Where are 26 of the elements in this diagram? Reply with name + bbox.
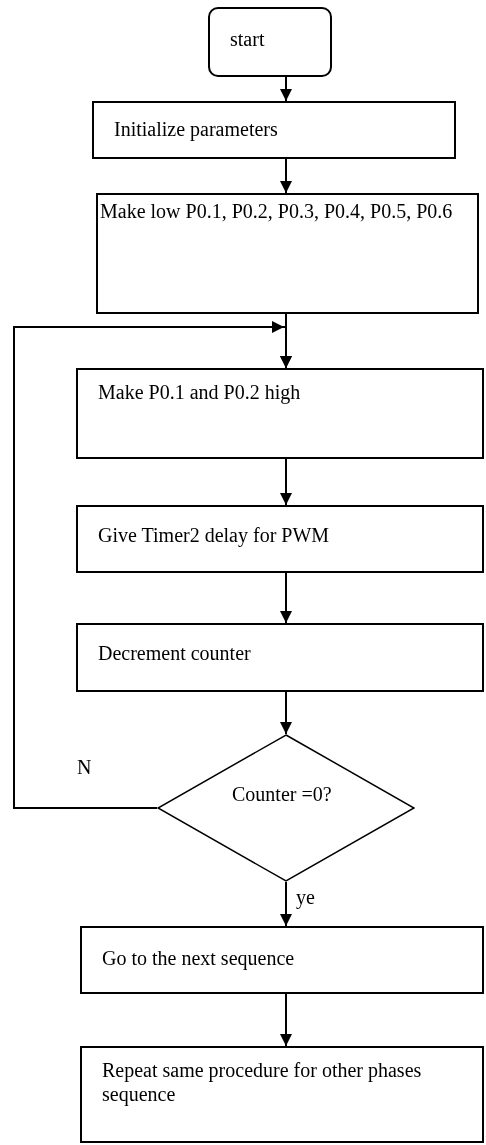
arrow	[280, 458, 292, 506]
process-box	[76, 505, 484, 573]
step-text: Counter =0?	[232, 782, 333, 806]
step-text: Go to the next sequence	[102, 946, 296, 970]
decision-diamond	[157, 734, 415, 882]
arrow	[280, 76, 292, 102]
step-text: Make low P0.1, P0.2, P0.3, P0.4, P0.5, P0.6	[100, 199, 454, 223]
step-text: Repeat same procedure for other phases sequence	[102, 1058, 423, 1106]
arrow	[280, 691, 292, 735]
process-box	[96, 193, 479, 314]
arrow	[280, 993, 292, 1047]
process-box	[76, 623, 484, 692]
step-text: Give Timer2 delay for PWM	[98, 523, 331, 547]
terminator-box	[208, 7, 332, 77]
step-text: Make P0.1 and P0.2 high	[98, 380, 302, 404]
process-box	[80, 926, 484, 994]
process-box	[80, 1046, 484, 1143]
arrow	[280, 572, 292, 624]
process-box	[92, 101, 456, 159]
process-box	[76, 368, 484, 459]
step-text: start	[230, 27, 266, 51]
step-text: Initialize parameters	[114, 117, 279, 141]
arrow	[13, 326, 292, 809]
arrow	[280, 158, 292, 194]
arrow	[280, 881, 292, 927]
step-text: Decrement counter	[98, 641, 252, 665]
